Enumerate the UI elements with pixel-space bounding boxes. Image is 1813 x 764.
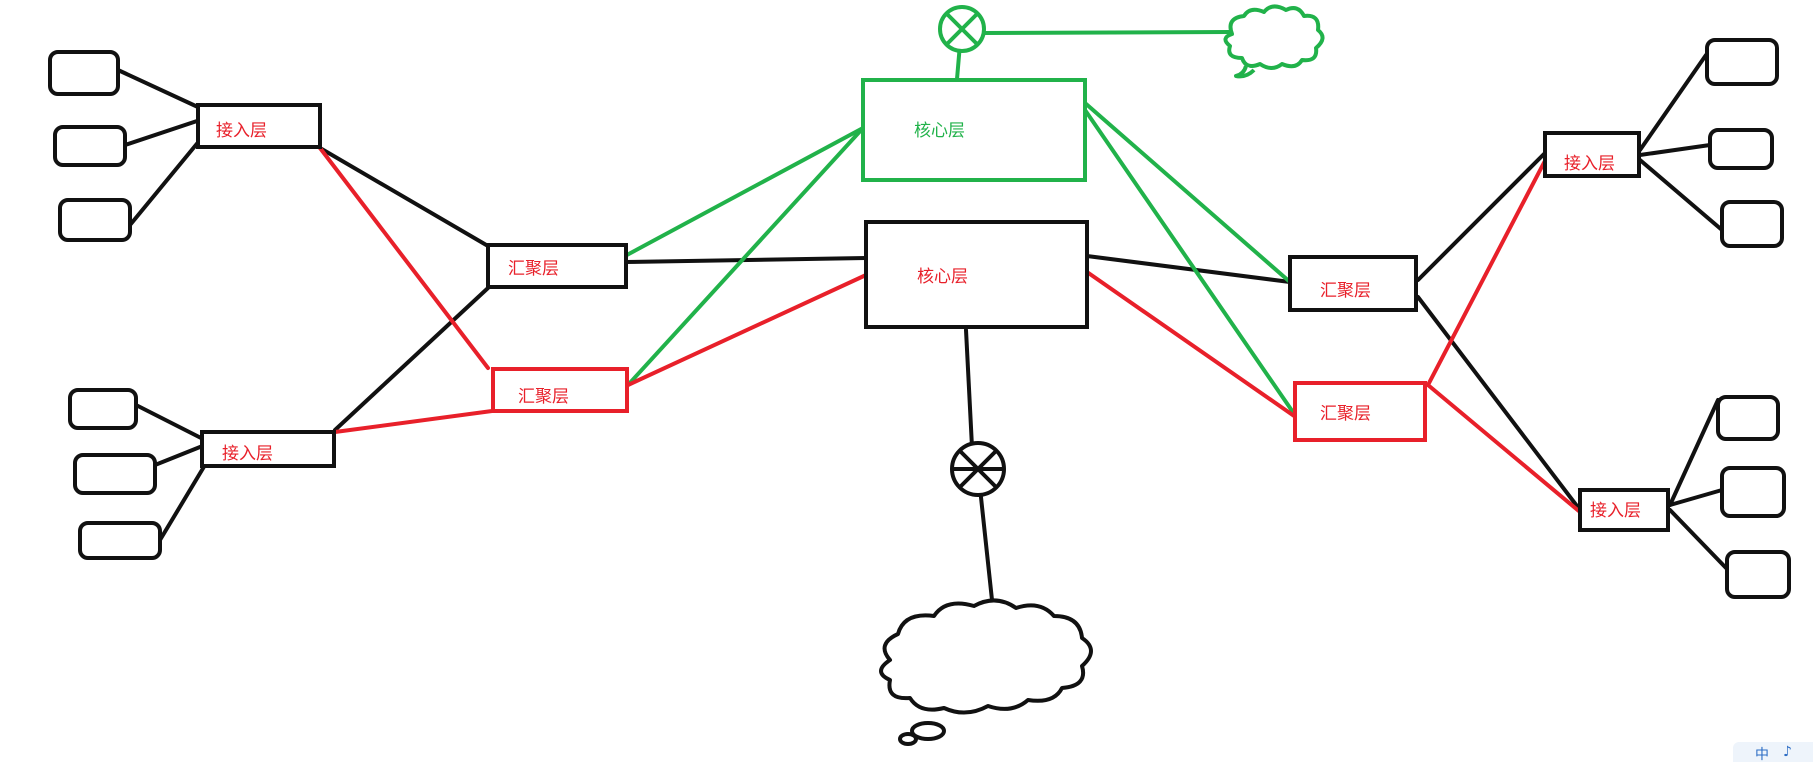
link-host-lb2-access: [153, 443, 207, 467]
link-agg-l1-core2: [623, 256, 868, 264]
host-box: [58, 198, 132, 242]
link-agg-r1-access-rt: [1416, 151, 1547, 282]
link-router-green-cloud: [982, 30, 1232, 35]
agg-left-primary-label: 汇聚层: [508, 259, 559, 279]
link-access-lt-agg-l2: [318, 146, 490, 370]
link-core2-agg-r2: [1085, 270, 1299, 420]
link-host-lt2-access: [123, 118, 202, 147]
link-host-rt3-access: [1638, 158, 1724, 232]
core-secondary-box: [864, 220, 1089, 329]
link-host-rb3-access: [1668, 508, 1730, 572]
access-left-bottom-box: [200, 430, 336, 468]
core-secondary-label: 核心层: [917, 267, 968, 287]
host-box: [1720, 466, 1786, 518]
link-agg-l2-core2: [626, 273, 868, 387]
cloud-icon: [1223, 4, 1325, 79]
access-left-top-box: [196, 103, 322, 149]
access-right-top-label: 接入层: [1564, 154, 1615, 174]
host-box: [53, 125, 127, 167]
host-box: [48, 50, 120, 96]
agg-left-secondary-label: 汇聚层: [518, 387, 569, 407]
access-right-top-box: [1543, 131, 1641, 178]
ime-extra-icon: ♪: [1783, 744, 1792, 760]
access-left-top-label: 接入层: [216, 121, 267, 141]
agg-left-secondary-box: [491, 367, 629, 413]
link-core1-agg-r2: [1083, 108, 1299, 420]
host-box: [68, 388, 138, 430]
link-host-rb1-access: [1668, 398, 1720, 507]
link-host-lb3-access: [158, 463, 207, 542]
ime-indicator[interactable]: 中 ♪: [1733, 742, 1813, 763]
link-agg-r2-access-rt: [1426, 153, 1550, 387]
link-access-lt-agg-l1: [318, 146, 490, 248]
host-box: [1708, 128, 1774, 170]
link-agg-r2-access-rb: [1426, 383, 1582, 514]
core-primary-label: 核心层: [914, 121, 965, 141]
link-host-lb1-access: [134, 403, 207, 442]
agg-right-secondary-box: [1293, 381, 1427, 442]
access-right-bottom-label: 接入层: [1590, 501, 1641, 521]
link-host-lt3-access: [128, 138, 202, 227]
host-box: [78, 521, 162, 560]
host-box: [1725, 550, 1791, 599]
cloud-icon: [879, 598, 1093, 746]
link-access-lb-agg-l1: [333, 286, 490, 432]
access-left-bottom-label: 接入层: [222, 444, 273, 464]
link-agg-l1-core1: [623, 126, 865, 258]
core-primary-box: [861, 78, 1087, 182]
link-core1-agg-r1: [1083, 101, 1292, 284]
agg-right-primary-label: 汇聚层: [1320, 281, 1371, 301]
host-box: [1705, 38, 1779, 86]
access-right-bottom-box: [1578, 488, 1670, 532]
agg-left-primary-box: [486, 243, 628, 289]
host-box: [1716, 395, 1780, 441]
agg-right-primary-box: [1288, 255, 1418, 312]
link-core2-router: [964, 328, 974, 449]
router-x-circle-icon: [938, 5, 986, 53]
agg-right-secondary-label: 汇聚层: [1320, 404, 1371, 424]
link-host-rt2-access: [1638, 143, 1712, 157]
link-agg-l2-core1: [626, 126, 865, 387]
link-host-lt1-access: [116, 68, 202, 110]
link-core2-agg-r1: [1085, 254, 1292, 284]
ime-language-label: 中: [1755, 747, 1769, 763]
router-x-circle-icon: [950, 441, 1006, 497]
link-host-rb2-access: [1668, 488, 1724, 507]
host-box: [73, 453, 157, 495]
host-box: [1720, 200, 1784, 248]
link-access-lb-agg-l2: [333, 409, 494, 434]
link-host-rt1-access: [1638, 53, 1708, 152]
link-agg-r1-access-rb: [1416, 295, 1582, 512]
